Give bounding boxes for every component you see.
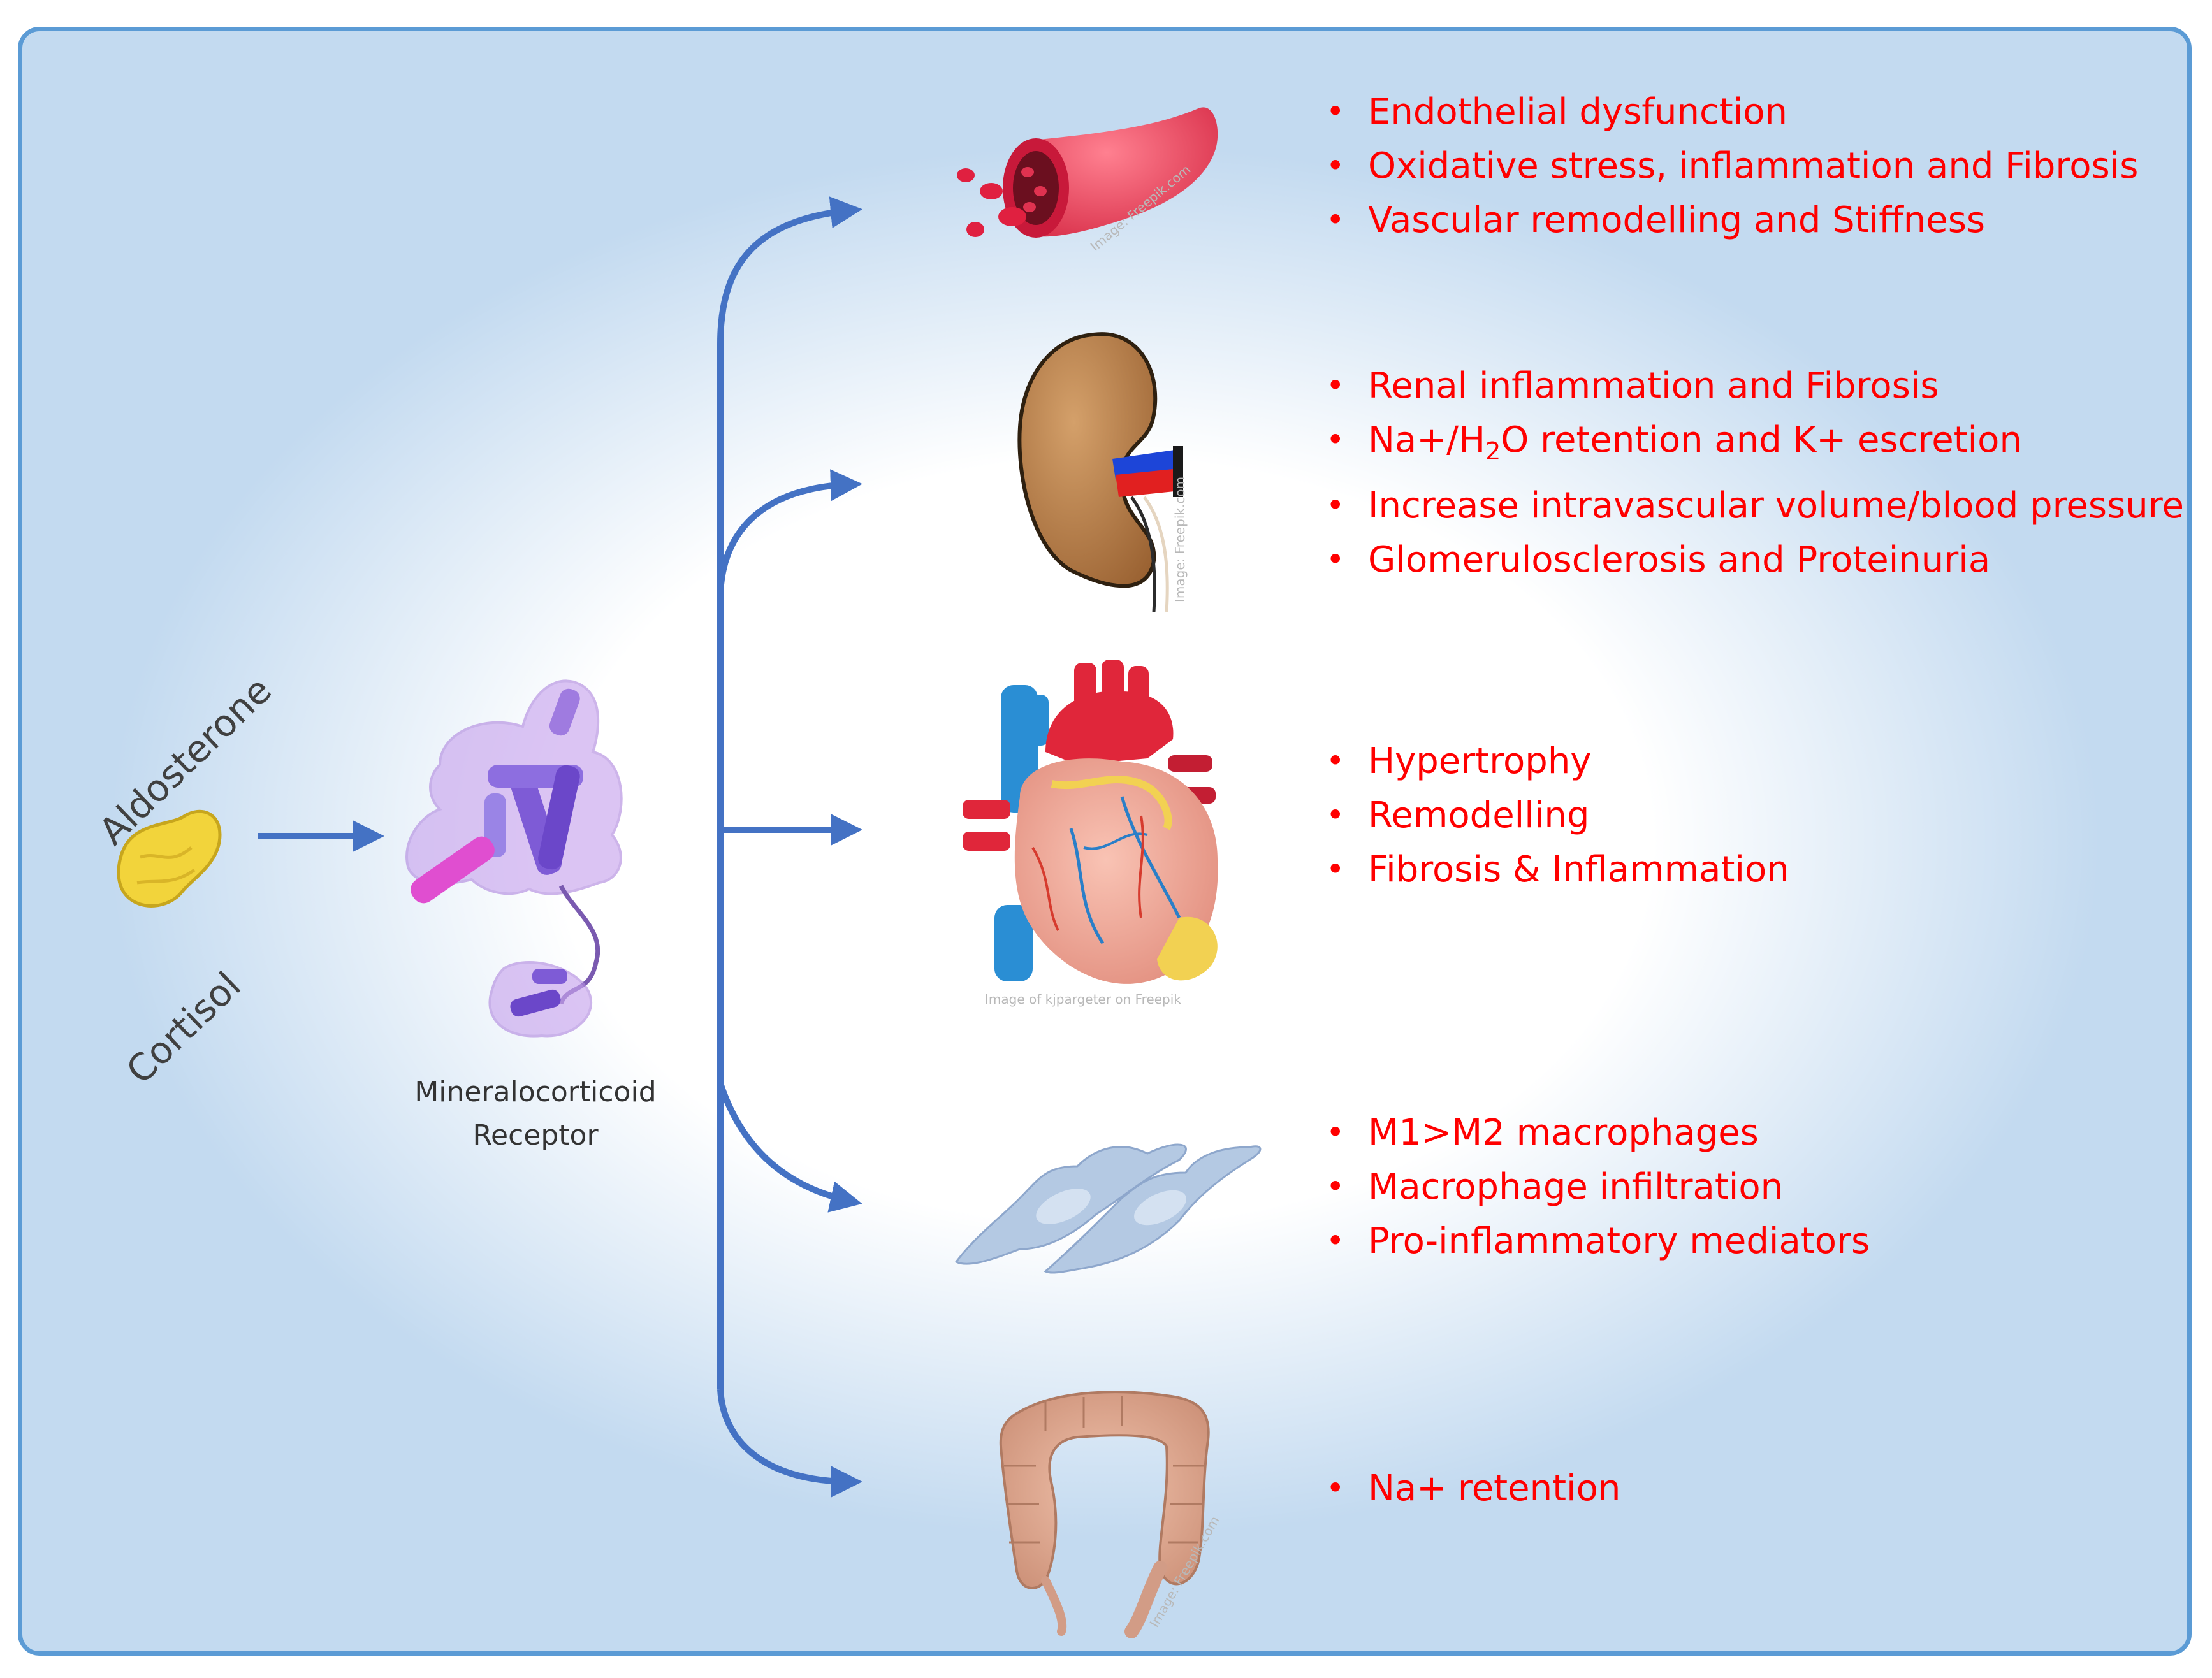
receptor-label-line1: Mineralocorticoid — [414, 1076, 657, 1108]
effect-item: M1>M2 macrophages — [1326, 1106, 1870, 1160]
heart-icon — [963, 660, 1218, 984]
vessel-effects-list: Endothelial dysfunction Oxidative stress… — [1326, 85, 2138, 247]
kidney-icon — [1017, 332, 1183, 612]
effect-item: Fibrosis & Inflammation — [1326, 843, 1789, 897]
effect-item: Na+/H2O retention and K+ escretion — [1326, 413, 2184, 479]
receptor-protein-icon — [405, 679, 623, 1038]
kidney-effects-list: Renal inflammation and Fibrosis Na+/H2O … — [1326, 359, 2184, 587]
effect-item: Vascular remodelling and Stiffness — [1326, 193, 2138, 247]
effect-item: Glomerulosclerosis and Proteinuria — [1326, 533, 2184, 587]
blood-vessel-icon — [957, 107, 1218, 238]
macrophages-icon — [954, 1143, 1262, 1274]
branch-connector — [717, 196, 862, 1498]
effect-item: Increase intravascular volume/blood pres… — [1326, 479, 2184, 533]
effect-item: Oxidative stress, inflammation and Fibro… — [1326, 139, 2138, 193]
receptor-label: Mineralocorticoid Receptor — [376, 1071, 695, 1157]
effect-item: Macrophage infiltration — [1326, 1160, 1870, 1214]
effect-item: Endothelial dysfunction — [1326, 85, 2138, 139]
heart-image-credit: Image of kjpargeter on Freepik — [985, 992, 1181, 1007]
colon-icon — [999, 1391, 1210, 1638]
colon-effects-list: Na+ retention — [1326, 1461, 1620, 1515]
effect-item: Hypertrophy — [1326, 734, 1789, 788]
effect-item: Na+ retention — [1326, 1461, 1620, 1515]
kidney-image-credit: Image: Freepik.com — [1172, 477, 1188, 602]
effect-item: Pro-inflammatory mediators — [1326, 1214, 1870, 1268]
heart-effects-list: Hypertrophy Remodelling Fibrosis & Infla… — [1326, 734, 1789, 897]
effect-item: Renal inflammation and Fibrosis — [1326, 359, 2184, 413]
macrophage-effects-list: M1>M2 macrophages Macrophage infiltratio… — [1326, 1106, 1870, 1268]
receptor-label-line2: Receptor — [472, 1119, 599, 1152]
adrenal-gland-icon — [117, 809, 222, 908]
effect-item: Remodelling — [1326, 788, 1789, 843]
